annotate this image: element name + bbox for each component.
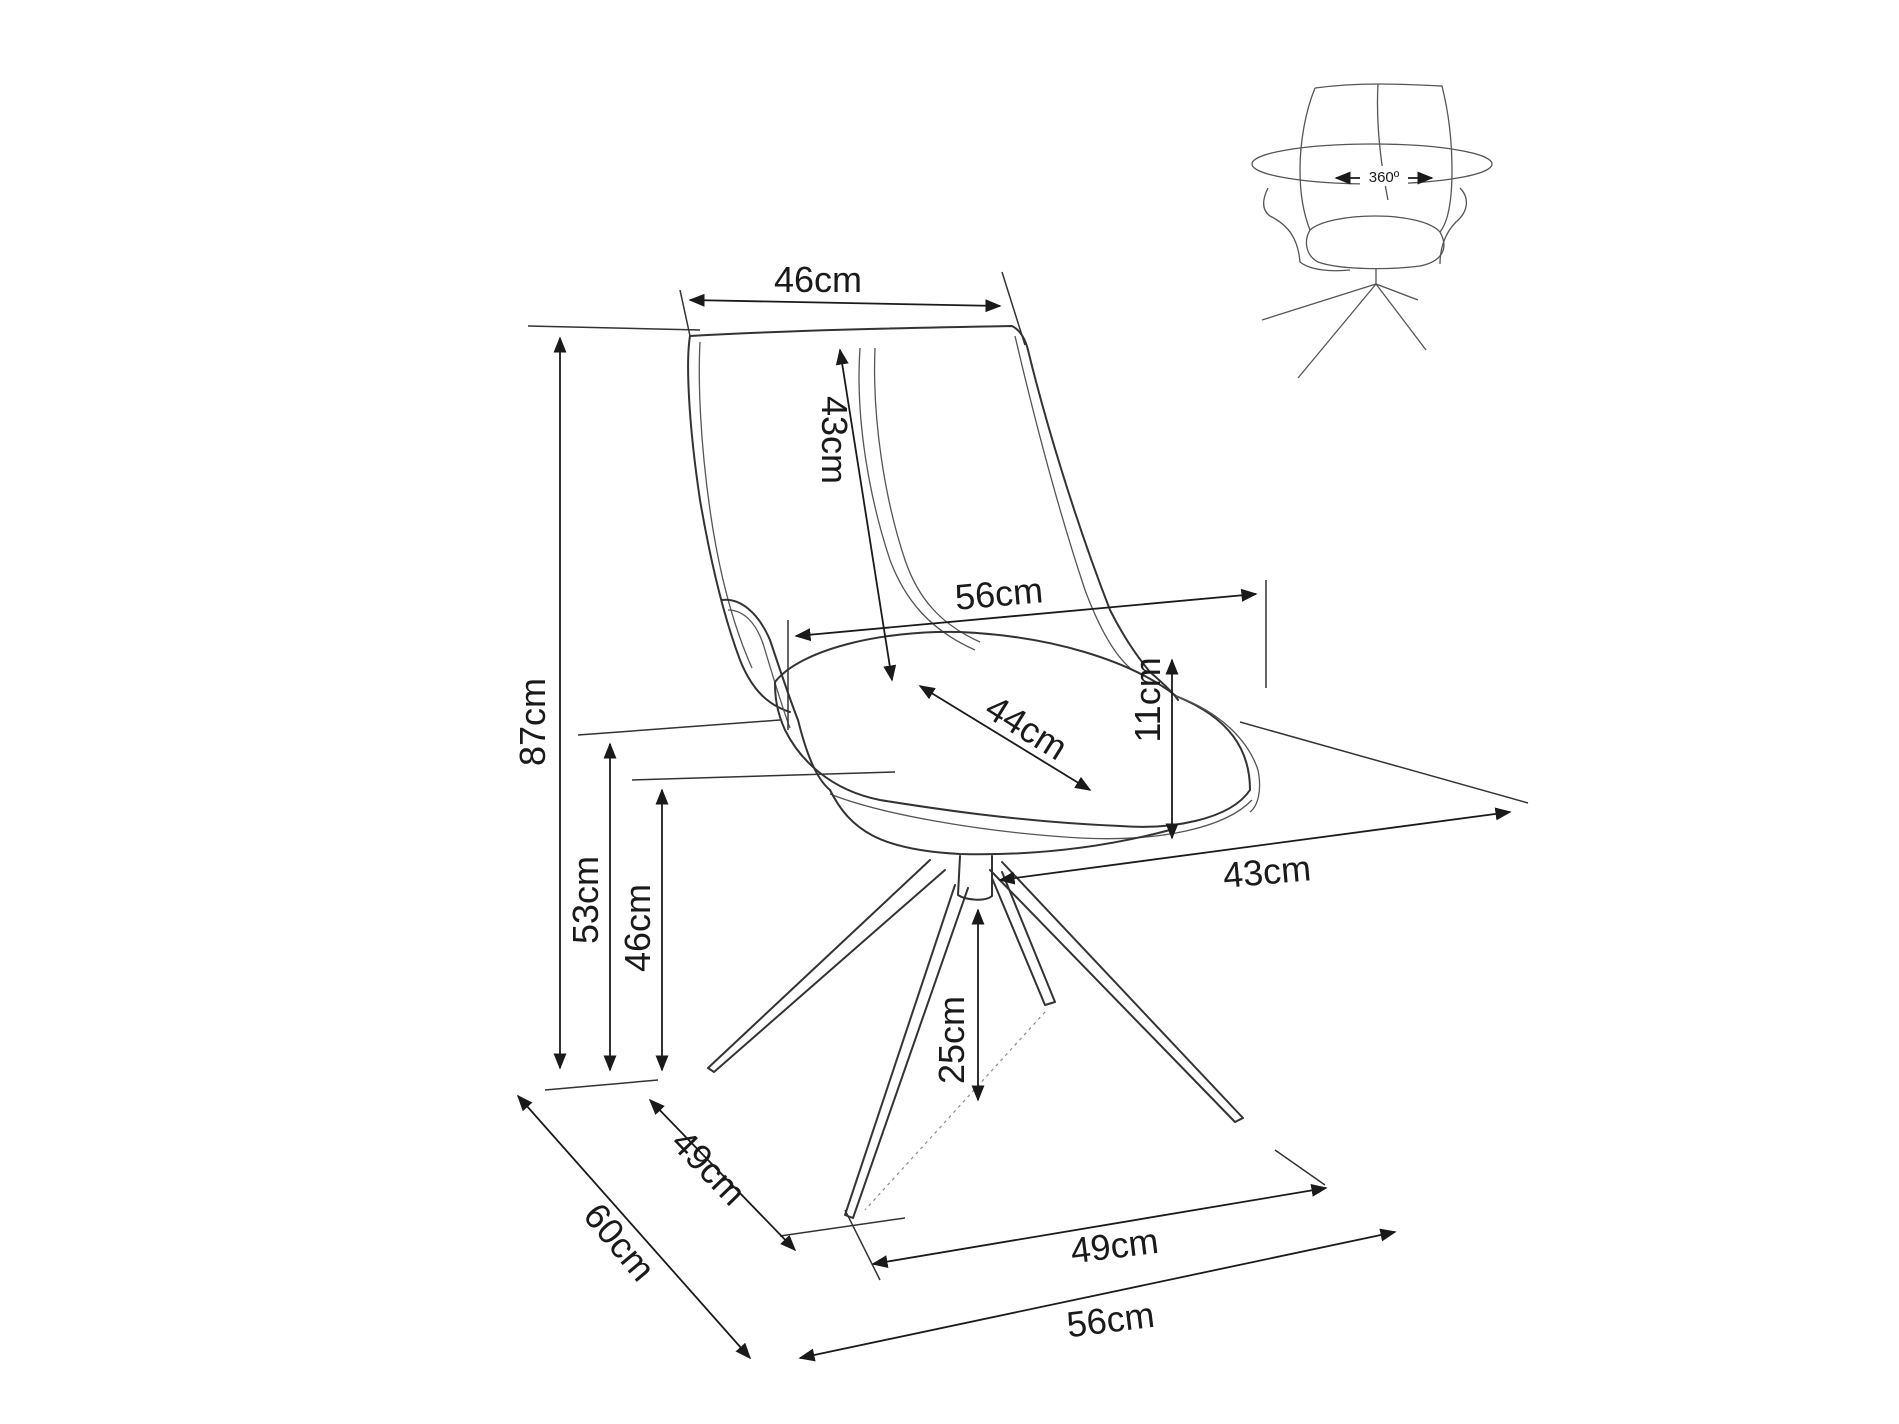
dim-line-seat-width (794, 588, 1258, 642)
backrest-left-edge (687, 335, 791, 713)
label-base-depth: 49cm (664, 1121, 755, 1213)
thumb-legs (1261, 283, 1427, 379)
label-total-height: 87cm (512, 678, 553, 766)
label-back-width: 46cm (774, 259, 862, 300)
label-total-width: 56cm (1064, 1294, 1156, 1345)
left-armrest (721, 598, 831, 791)
leg-front-right (989, 861, 1244, 1123)
dim-line-seat-side-depth (998, 807, 1512, 885)
left-armrest-inner (727, 609, 791, 729)
backrest-inner-right (1014, 335, 1131, 669)
chair-drawing (687, 325, 1261, 1219)
label-total-depth: 60cm (576, 1195, 664, 1289)
rotation-label: 360º (1369, 169, 1400, 186)
label-seat-width: 56cm (953, 569, 1044, 618)
leg-rear-right (991, 871, 1056, 1006)
label-seat-side-depth: 43cm (1221, 847, 1312, 896)
dim-line-total-depth (516, 1094, 752, 1360)
label-seat-height: 46cm (617, 884, 658, 972)
leg-front-left (707, 859, 946, 1073)
label-backrest-height: 43cm (814, 396, 855, 484)
dim-line-seat-depth (918, 685, 1092, 791)
dimension-lines (516, 271, 1529, 1362)
label-armrest-floor: 53cm (565, 856, 606, 944)
thumb-seat (1305, 215, 1445, 270)
seat-side (1175, 695, 1261, 813)
backrest-inner-left (698, 341, 753, 669)
dimension-labels: 46cm 87cm 43cm 56cm 44cm 11cm 53cm 46cm … (512, 259, 1313, 1345)
dim-line-total-width (798, 1228, 1397, 1362)
swivel-column (957, 855, 993, 901)
label-leg-clearance: 25cm (931, 996, 972, 1084)
label-base-width: 49cm (1068, 1220, 1160, 1271)
thumb-arms (1263, 187, 1351, 272)
dim-line-back-width (688, 293, 1002, 313)
floor-projection (864, 1011, 1046, 1211)
backrest-outline (689, 325, 1179, 701)
seat-front-edge (829, 793, 1253, 840)
thumb-backrest (1314, 83, 1453, 233)
label-seat-depth: 44cm (978, 687, 1074, 768)
label-armrest-height: 11cm (1127, 657, 1168, 742)
rotating-chair-icon: 360º (1251, 83, 1493, 379)
